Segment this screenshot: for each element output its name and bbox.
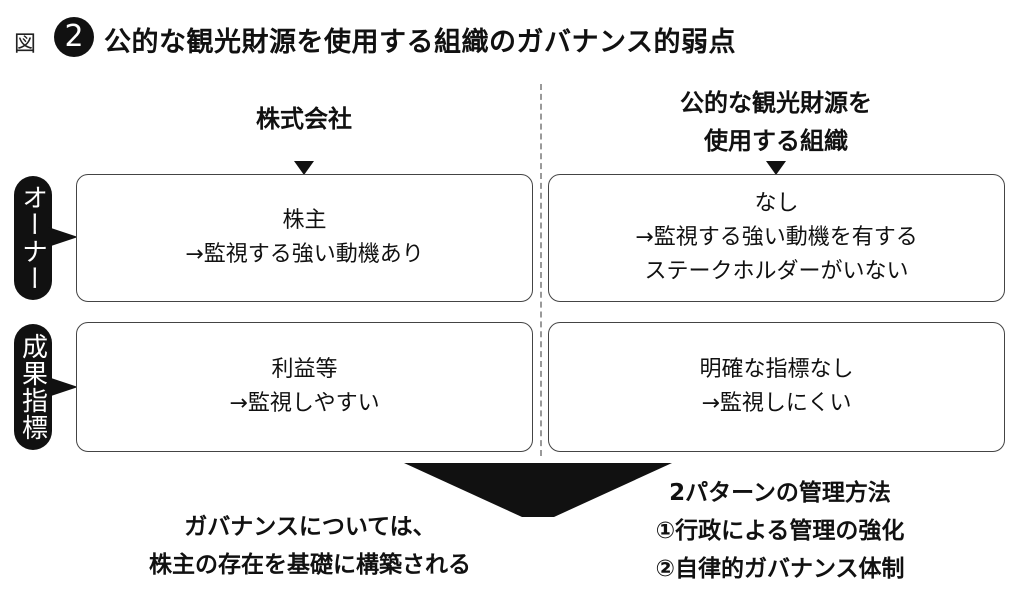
right-heading-pointer-icon xyxy=(766,161,786,175)
column-heading-left-text: 株式会社 xyxy=(256,105,352,133)
row-label-indicator: 成果指標 xyxy=(14,324,52,450)
column-heading-right-line2: 使用する組織 xyxy=(704,127,848,155)
conclusion-left: ガバナンスについては、 株主の存在を基礎に構築される xyxy=(100,508,520,584)
indicator-public-org-line2: →監視しにくい xyxy=(701,391,852,416)
row-label-indicator-pointer-icon xyxy=(48,377,78,397)
figure-label: 図 xyxy=(14,32,37,57)
indicator-public-org-box: 明確な指標なし →監視しにくい xyxy=(548,322,1005,452)
left-heading-pointer-icon xyxy=(294,161,314,175)
figure-title: 公的な観光財源を使用する組織のガバナンス的弱点 xyxy=(104,27,736,58)
big-down-arrow-icon xyxy=(404,463,672,517)
owner-public-org-box: なし →監視する強い動機を有する ステークホルダーがいない xyxy=(548,174,1005,302)
conclusion-left-line1: ガバナンスについては、 xyxy=(184,514,436,540)
owner-public-org-line1: なし xyxy=(754,191,799,216)
conclusion-left-line2: 株主の存在を基礎に構築される xyxy=(149,552,471,578)
owner-company-line2: →監視する強い動機あり xyxy=(185,242,424,267)
column-heading-right-line1: 公的な観光財源を xyxy=(680,89,872,117)
figure-number-badge: 2 xyxy=(54,17,94,57)
row-label-owner: オーナー xyxy=(14,176,52,300)
owner-company-line1: 株主 xyxy=(282,208,327,233)
indicator-company-box: 利益等 →監視しやすい xyxy=(76,322,533,452)
conclusion-right: 2パターンの管理方法 ①行政による管理の強化 ②自律的ガバナンス体制 xyxy=(600,474,960,588)
owner-public-org-line3: ステークホルダーがいない xyxy=(644,259,909,284)
conclusion-right-line2: ①行政による管理の強化 xyxy=(655,518,905,544)
owner-public-org-line2: →監視する強い動機を有する xyxy=(635,225,918,250)
column-heading-left: 株式会社 xyxy=(76,100,532,138)
owner-company-box: 株主 →監視する強い動機あり xyxy=(76,174,533,302)
conclusion-right-line3: ②自律的ガバナンス体制 xyxy=(655,556,905,582)
indicator-public-org-line1: 明確な指標なし xyxy=(699,357,854,382)
column-divider xyxy=(540,84,542,456)
indicator-company-line1: 利益等 xyxy=(271,357,338,382)
conclusion-right-line1: 2パターンの管理方法 xyxy=(669,480,891,506)
indicator-company-line2: →監視しやすい xyxy=(229,391,380,416)
column-heading-right: 公的な観光財源を 使用する組織 xyxy=(548,84,1004,160)
row-label-owner-pointer-icon xyxy=(48,227,78,247)
